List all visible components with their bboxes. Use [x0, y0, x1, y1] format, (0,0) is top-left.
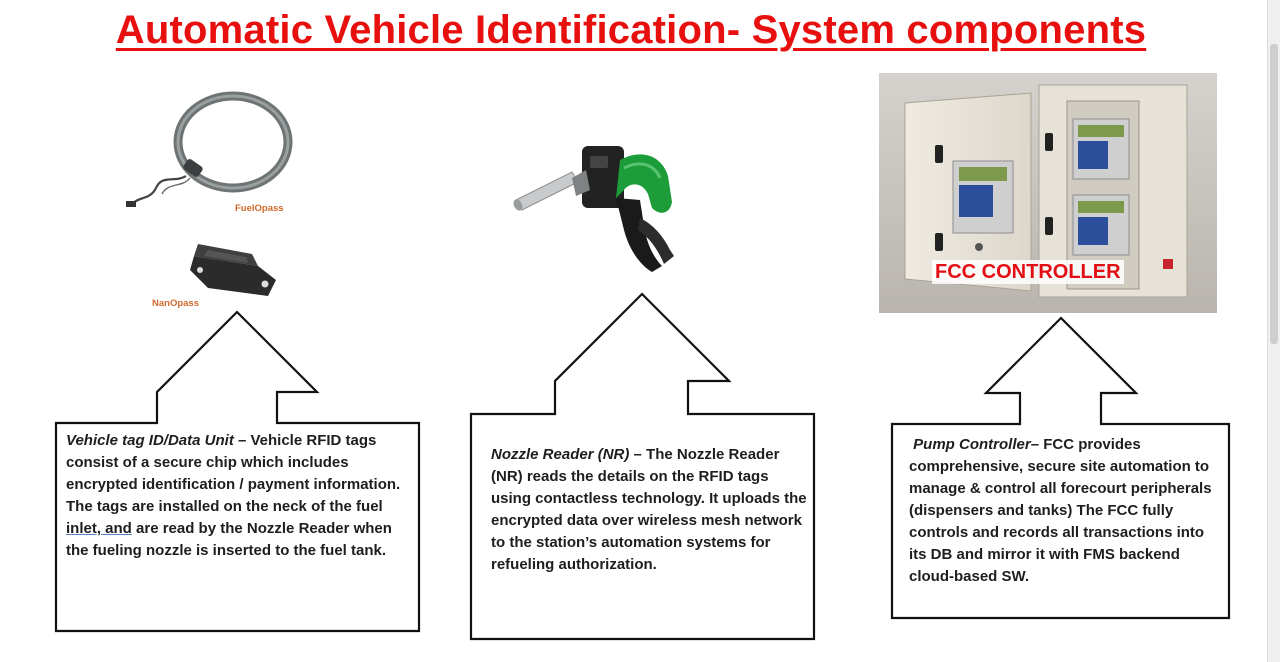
- tag-description-underlined: inlet, and: [66, 520, 132, 537]
- fuelopass-label: FuelOpass: [235, 203, 284, 214]
- tag-callout-shape: [54, 310, 421, 633]
- nozzle-reader-image: [513, 146, 674, 272]
- nozzle-description-body: – The Nozzle Reader (NR) reads the detai…: [491, 446, 807, 573]
- controller-description: Pump Controller– FCC provides comprehens…: [909, 434, 1219, 588]
- page-title: Automatic Vehicle Identification- System…: [115, 8, 1147, 52]
- controller-description-body: – FCC provides comprehensive, secure sit…: [909, 436, 1212, 585]
- nanopass-label: NanOpass: [152, 298, 199, 309]
- nozzle-callout-shape: [469, 292, 816, 641]
- vertical-scrollbar[interactable]: [1267, 0, 1280, 662]
- fcc-controller-label: FCC CONTROLLER: [932, 260, 1124, 284]
- nanopass-tag-image: [190, 244, 276, 296]
- tag-description-title: Vehicle tag ID/Data Unit: [66, 432, 234, 449]
- scrollbar-thumb[interactable]: [1270, 44, 1278, 344]
- tag-description-body-start: – Vehicle RFID tags consist of a secure …: [66, 432, 401, 515]
- tag-description: Vehicle tag ID/Data Unit – Vehicle RFID …: [66, 430, 411, 562]
- tag-description-body-end: are read by the Nozzle Reader when the f…: [66, 520, 392, 559]
- nozzle-description: Nozzle Reader (NR) – The Nozzle Reader (…: [491, 444, 809, 576]
- controller-callout-shape: [890, 316, 1231, 620]
- nozzle-description-title: Nozzle Reader (NR): [491, 446, 630, 463]
- fuelopass-ring-image: [126, 91, 293, 207]
- controller-description-title: Pump Controller: [913, 436, 1031, 453]
